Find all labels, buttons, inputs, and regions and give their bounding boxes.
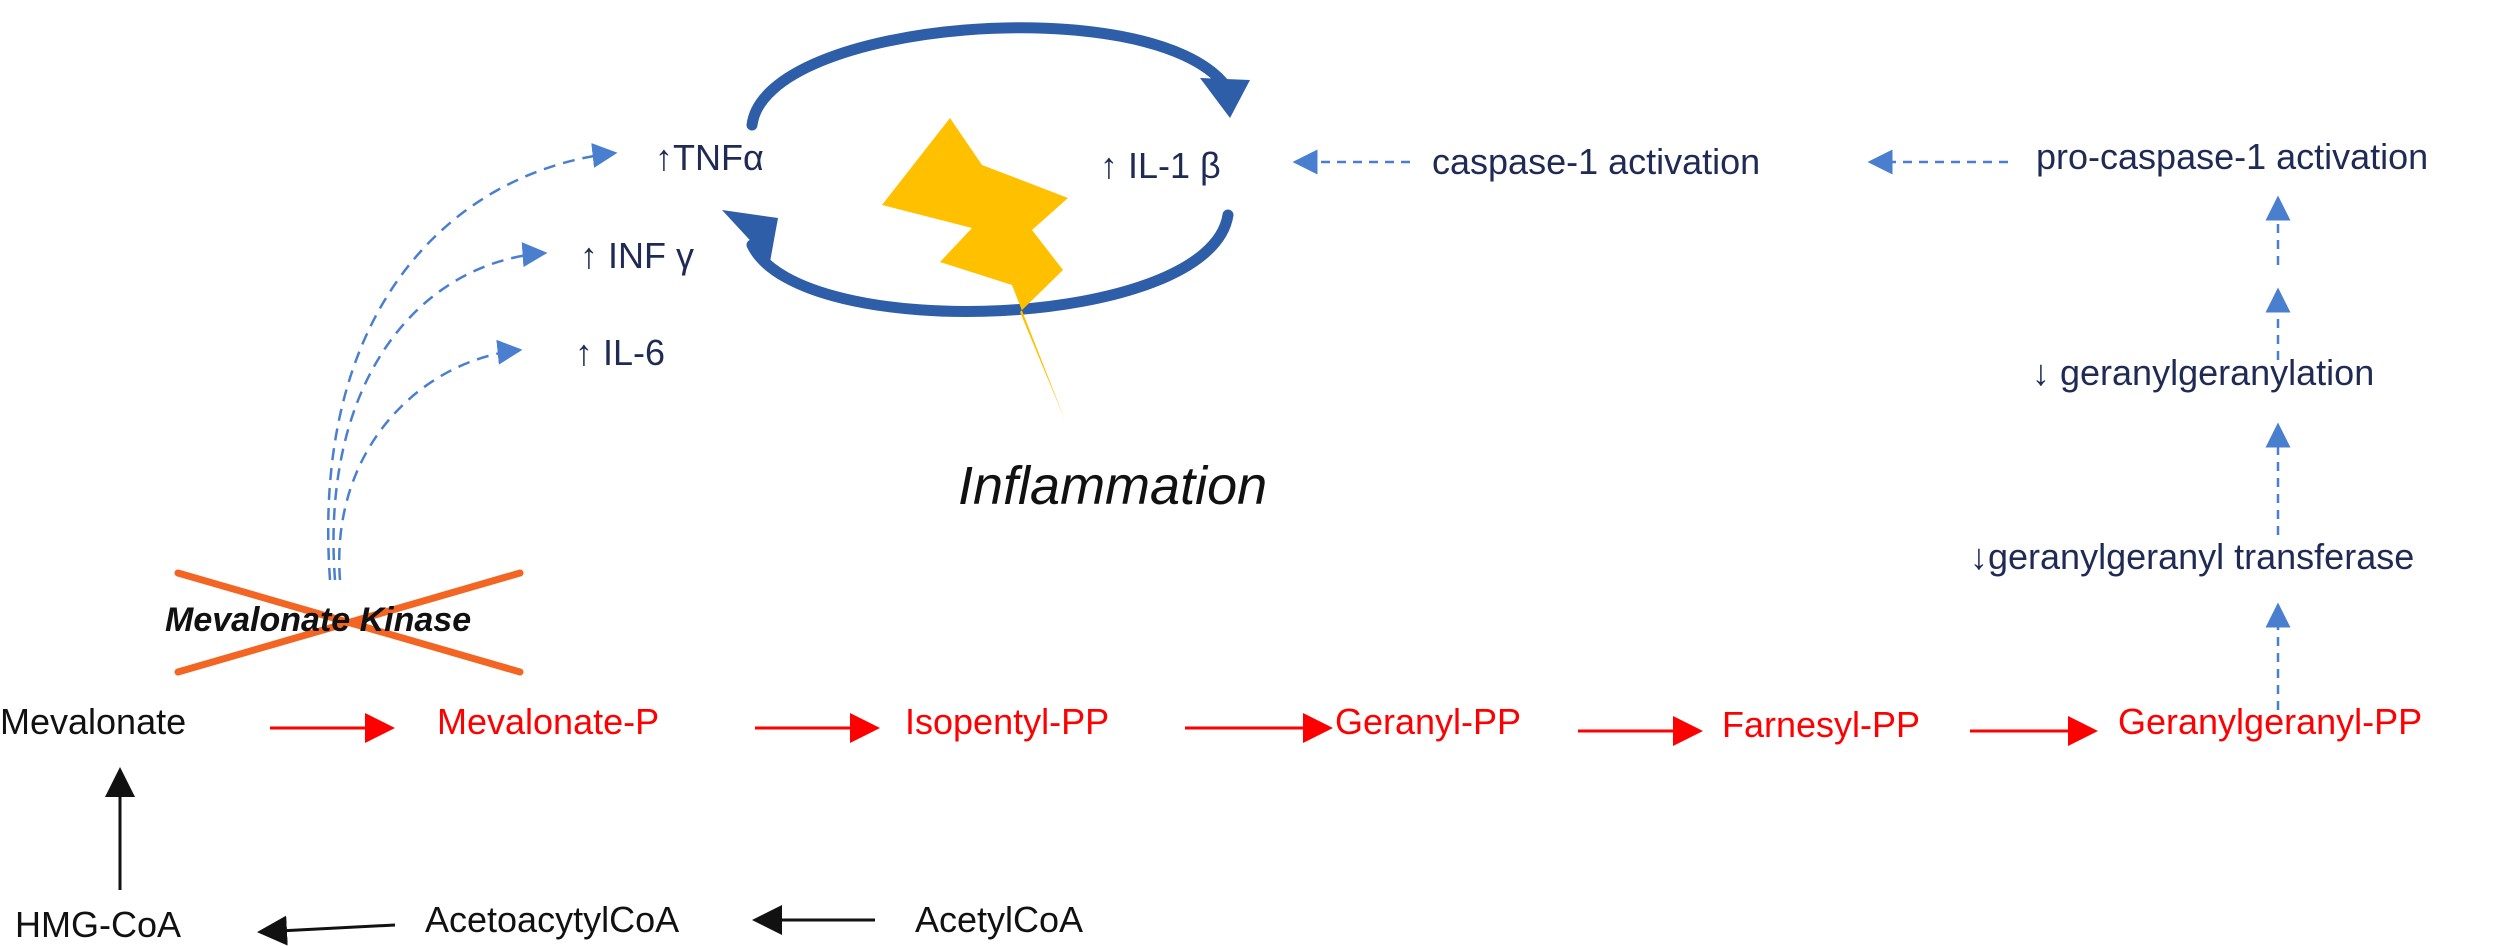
mevalonate-p-label: Mevalonate-P xyxy=(437,701,660,742)
mk-to-cytokine-arrows xyxy=(327,143,618,581)
il6-label: ↑ IL-6 xyxy=(575,332,666,373)
cycle-arrows-icon xyxy=(746,22,1234,317)
cycle-arrowhead-left xyxy=(722,210,778,262)
cycle-arrowhead-right xyxy=(1200,78,1250,118)
acetyl-coa-label: AcetylCoA xyxy=(915,899,1084,940)
geranylgeranyl-pp-label: Geranylgeranyl-PP xyxy=(2118,701,2423,742)
gg-transferase-label: ↓geranylgeranyl transferase xyxy=(1970,536,2415,577)
geranyl-pp-label: Geranyl-PP xyxy=(1335,701,1522,742)
inflammation-label: Inflammation xyxy=(958,456,1268,516)
geranylgeranylation-label: ↓ geranylgeranylation xyxy=(2032,352,2375,393)
tnf-alpha-label: ↑TNFα xyxy=(655,137,764,178)
caspase-chain-arrows xyxy=(1292,149,2291,710)
mevalonate-kinase-label: Mevalonate Kinase xyxy=(165,601,472,639)
precursor-arrows xyxy=(105,767,875,946)
mevalonate-pathway-arrows xyxy=(270,713,2098,746)
mevalonate-label: Mevalonate xyxy=(0,701,187,742)
farnesyl-pp-label: Farnesyl-PP xyxy=(1722,704,1921,745)
cross-out-icon xyxy=(174,569,524,676)
lightning-bolt-icon xyxy=(882,118,1068,420)
hmg-coa-label: HMG-CoA xyxy=(15,904,182,945)
il1-beta-label: ↑ IL-1 β xyxy=(1100,145,1221,186)
inf-gamma-label: ↑ INF γ xyxy=(580,235,694,276)
pro-caspase1-activation-label: pro-caspase-1 activation xyxy=(2036,136,2429,177)
isopentyl-pp-label: Isopentyl-PP xyxy=(905,701,1110,742)
caspase1-activation-label: caspase-1 activation xyxy=(1432,141,1761,182)
acetoacetyl-coa-label: AcetoacytylCoA xyxy=(425,899,680,940)
